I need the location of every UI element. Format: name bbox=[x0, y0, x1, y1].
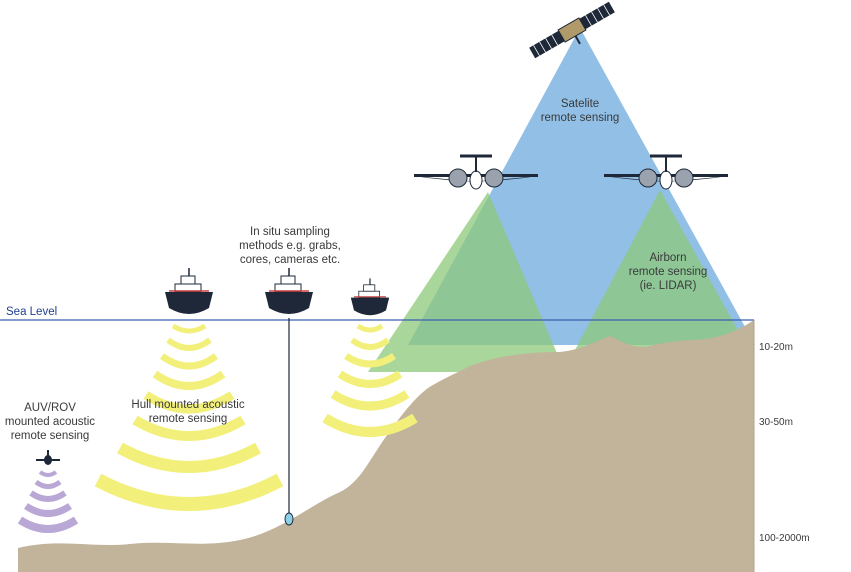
aircraft-icon bbox=[414, 154, 538, 190]
seabed-terrain bbox=[18, 320, 754, 572]
hull-acoustic-label: Hull mounted acoustic remote sensing bbox=[131, 399, 245, 425]
ship-icon bbox=[350, 278, 390, 316]
auv-acoustic-waves bbox=[17, 470, 79, 533]
airborne-cone-left bbox=[368, 192, 565, 372]
hull-acoustic-waves-left bbox=[94, 323, 284, 511]
aircraft-icon bbox=[604, 154, 728, 190]
auv-label: AUV/ROV mounted acoustic remote sensing bbox=[4, 402, 96, 442]
ship-icon bbox=[265, 268, 313, 314]
depth-marker-deep: 100-2000m bbox=[759, 533, 810, 544]
ship-icon bbox=[165, 268, 213, 314]
satellite-icon bbox=[529, 1, 615, 59]
airborne-label: Airborn remote sensing (ie. LIDAR) bbox=[628, 252, 708, 292]
depth-marker-mid: 30-50m bbox=[759, 417, 793, 428]
satellite-label: Satelite remote sensing bbox=[540, 98, 620, 124]
in-situ-label: In situ sampling methods e.g. grabs, cor… bbox=[239, 226, 341, 266]
airborne-cone-right bbox=[574, 190, 750, 352]
sea-level-label: Sea Level bbox=[6, 306, 58, 318]
auv-icon bbox=[36, 450, 60, 465]
grab-sampler-icon bbox=[284, 512, 294, 526]
depth-marker-shallow: 10-20m bbox=[759, 342, 793, 353]
hull-acoustic-waves-right bbox=[322, 323, 418, 437]
